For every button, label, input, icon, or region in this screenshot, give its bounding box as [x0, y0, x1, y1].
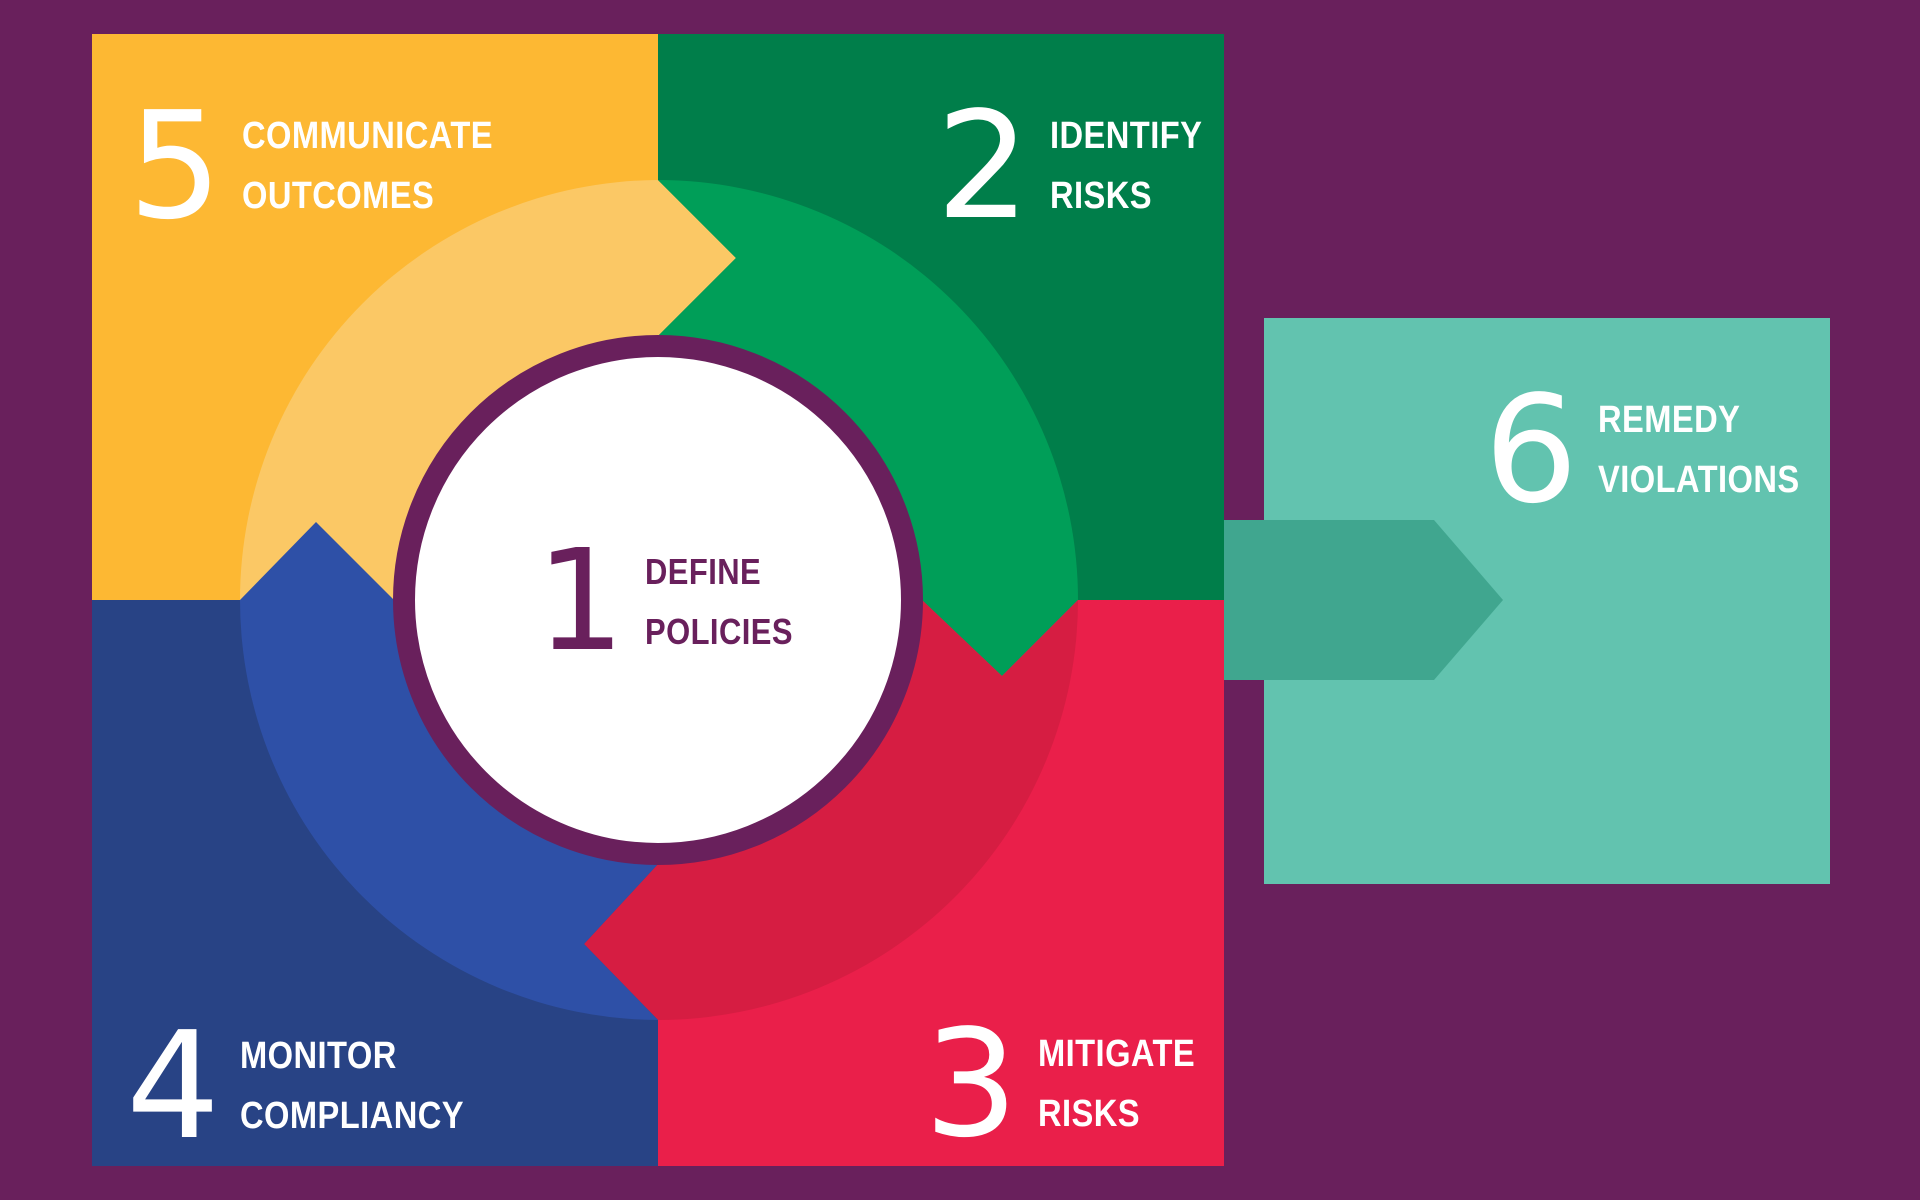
- step-4-line1: MONITOR: [240, 1035, 397, 1077]
- arrow-identify-to-mitigate: [584, 600, 1078, 1020]
- step-4-text: MONITOR COMPLIANCY: [240, 1026, 464, 1146]
- step-5-text: COMMUNICATE OUTCOMES: [242, 106, 493, 226]
- step-6-label: 6 REMEDY VIOLATIONS: [1484, 376, 1833, 524]
- step-5-number: 5: [128, 80, 222, 252]
- step-2-label: 2 IDENTIFY RISKS: [936, 92, 1227, 240]
- arrow-mitigate-to-monitor: [240, 522, 658, 1020]
- step-3-label: 3 MITIGATE RISKS: [924, 1010, 1221, 1158]
- arrow-define-to-identify: [658, 180, 1078, 676]
- step-3-text: MITIGATE RISKS: [1038, 1024, 1195, 1144]
- connector-arrow: [1224, 520, 1503, 680]
- step-1-text: DEFINE POLICIES: [645, 542, 793, 662]
- step-3-line2: RISKS: [1038, 1093, 1141, 1135]
- step-4-number: 4: [126, 1000, 220, 1172]
- center-circle: [393, 335, 923, 865]
- step-2-text: IDENTIFY RISKS: [1050, 106, 1202, 226]
- step-6-number: 6: [1484, 364, 1578, 536]
- step-5-label: 5 COMMUNICATE OUTCOMES: [128, 92, 534, 240]
- step-6-line1: REMEDY: [1598, 399, 1741, 441]
- step-6-text: REMEDY VIOLATIONS: [1598, 390, 1800, 510]
- step-5-line2: OUTCOMES: [242, 175, 435, 217]
- step-4-line2: COMPLIANCY: [240, 1095, 465, 1137]
- step-6-line2: VIOLATIONS: [1598, 459, 1800, 501]
- step-5-line1: COMMUNICATE: [242, 115, 494, 157]
- step-2-number: 2: [936, 80, 1030, 252]
- step-3-number: 3: [924, 998, 1018, 1170]
- step-1-line2: POLICIES: [645, 611, 794, 652]
- step-4-label: 4 MONITOR COMPLIANCY: [126, 1012, 501, 1160]
- arrow-communicate-to-define: [240, 180, 736, 600]
- step-2-line2: RISKS: [1050, 175, 1153, 217]
- step-2-line1: IDENTIFY: [1050, 115, 1203, 157]
- step-1-number: 1: [536, 520, 625, 683]
- step-3-line1: MITIGATE: [1038, 1033, 1196, 1075]
- step-1-line1: DEFINE: [645, 551, 762, 592]
- step-1-label: 1 DEFINE POLICIES: [536, 532, 817, 672]
